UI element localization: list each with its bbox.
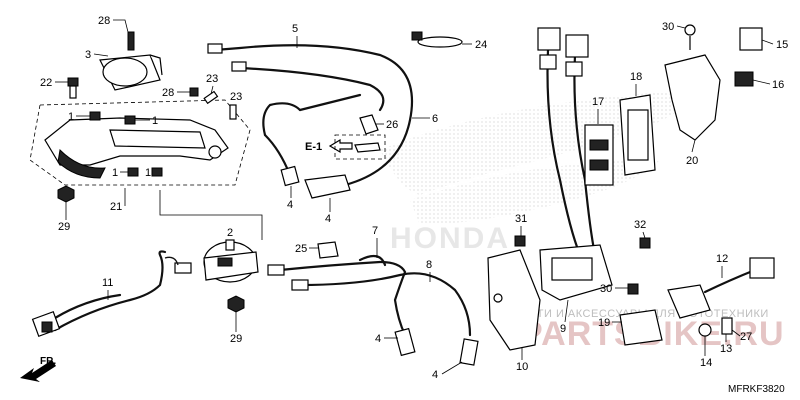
callout-25: 25 [295,243,307,255]
nut-29-left [57,185,75,203]
sensor-19 [619,257,775,346]
callout-17: 17 [592,96,604,108]
bolt-28b [189,87,199,97]
cap-16 [734,71,754,87]
callout-9: 9 [560,323,566,335]
callout-1d: 1 [145,167,151,179]
bolt-31 [514,235,526,247]
control-unit-9 [539,244,613,301]
honda-watermark-text: HONDA [390,222,510,255]
module-harness [537,27,597,257]
callout-20: 20 [686,155,698,167]
callout-15: 15 [776,39,788,51]
bolt-23b [229,104,237,120]
callout-8: 8 [426,259,432,271]
fuse-15 [739,27,763,51]
plug-wire-8 [267,254,479,366]
diagram-code: MFRKF3820 [728,384,785,395]
bracket-assembly [29,99,251,186]
callout-22: 22 [40,77,52,89]
callout-1c: 1 [112,167,118,179]
clip-26 [359,114,379,135]
callout-1b: 1 [152,115,158,127]
callout-28a: 28 [98,15,110,27]
callout-12: 12 [716,253,728,265]
callout-4d: 4 [432,369,438,381]
callout-27: 27 [740,331,752,343]
bracket-20 [664,24,721,141]
callout-29a: 29 [58,221,70,233]
ignition-coil-2 [203,239,259,283]
ignition-coil-3 [99,31,163,91]
callout-32: 32 [634,219,646,231]
callout-23b: 23 [230,91,242,103]
bolt-22 [67,77,79,99]
clamp-24 [411,31,463,48]
nut-29-lower [227,295,245,313]
bracket-10 [487,249,541,351]
bolt-13 [721,317,733,335]
plug-wire-5 [207,43,414,199]
callout-29b: 29 [230,333,242,345]
e1-reference: E-1 [305,134,386,160]
callout-1a: 1 [68,111,74,123]
callout-16: 16 [772,79,784,91]
callout-6: 6 [432,113,438,125]
callout-30b: 30 [600,283,612,295]
e1-label: E-1 [305,141,322,153]
bolt-30 [627,283,639,295]
callout-4a: 4 [287,199,293,211]
bolt-23a [203,90,219,105]
front-arrow-icon: FR. [20,356,56,382]
callout-3: 3 [85,49,91,61]
callout-23a: 23 [206,73,218,85]
callout-18: 18 [630,71,642,83]
callout-labels: 28 3 22 1 1 1 1 21 29 28 23 23 5 24 4 4 … [40,15,788,381]
front-label: FR. [40,356,56,367]
clip-25 [317,241,339,259]
callout-10: 10 [516,361,528,373]
callout-5: 5 [292,23,298,35]
callout-30a: 30 [662,21,674,33]
unit-18 [619,94,656,176]
relay-17 [584,124,614,186]
callout-7: 7 [372,225,378,237]
bolt-32 [639,237,651,249]
callout-4c: 4 [375,333,381,345]
harness-11 [31,250,192,337]
callout-28b: 28 [162,87,174,99]
callout-4b: 4 [325,213,331,225]
callout-26: 26 [386,119,398,131]
callout-21: 21 [110,201,122,213]
callout-11: 11 [102,277,113,289]
callout-2: 2 [227,227,233,239]
callout-24: 24 [475,39,487,51]
callout-13: 13 [720,343,732,355]
callout-31: 31 [515,213,527,225]
grommet-14 [698,323,712,337]
callout-14: 14 [700,357,712,369]
callout-19: 19 [598,317,610,329]
